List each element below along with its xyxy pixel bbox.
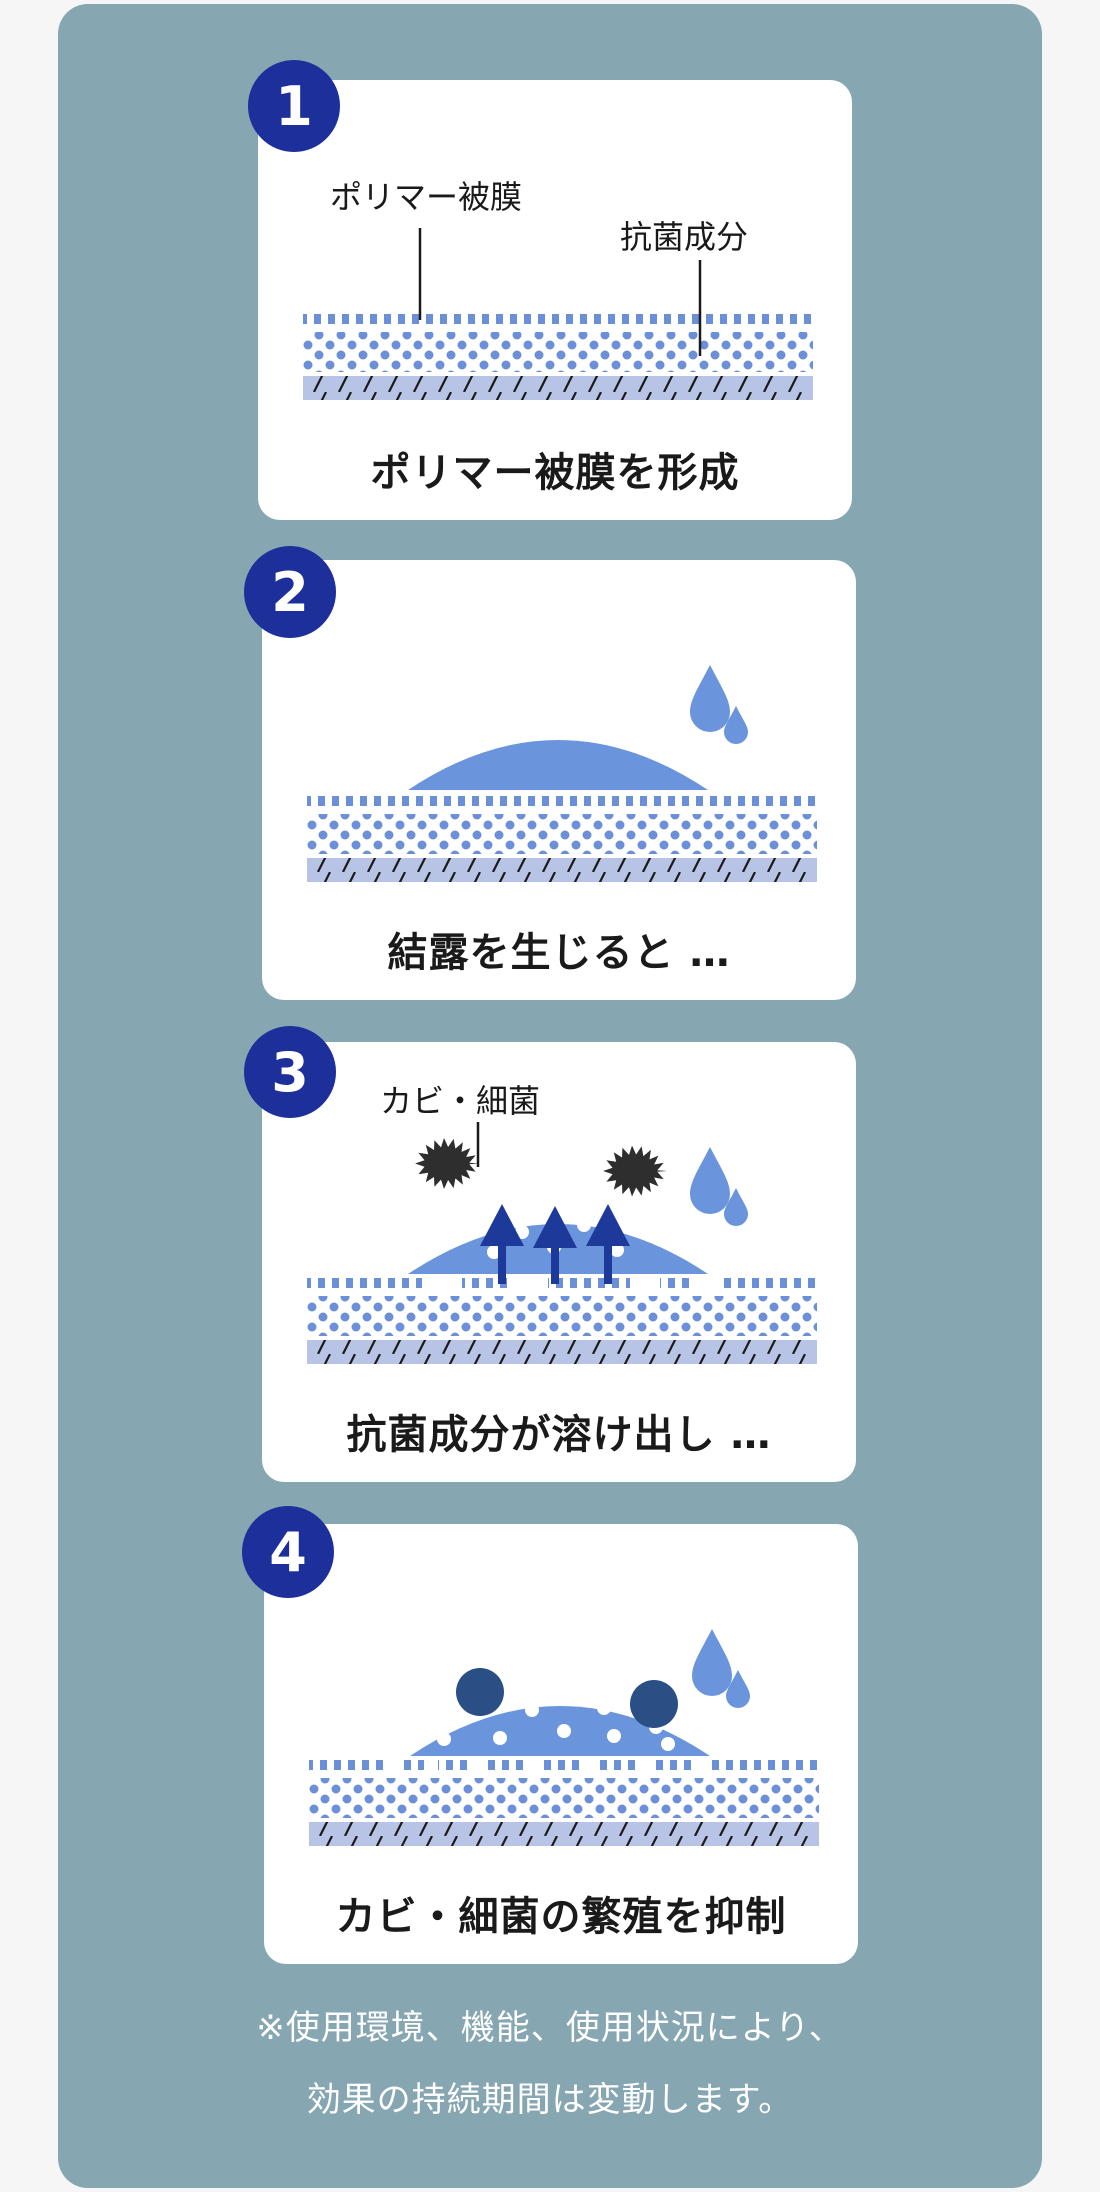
step-number-badge-2: 2 [244, 546, 336, 638]
up-arrow-icon [586, 1204, 630, 1284]
polymer-film-layer [307, 796, 817, 806]
base-material-layer [307, 1340, 817, 1364]
base-material-layer [307, 858, 817, 882]
germ-icon [603, 1145, 667, 1197]
step-caption: カビ・細菌の繁殖を抑制 [335, 1894, 787, 1940]
polymer-film-layer [307, 1278, 817, 1288]
base-material-layer [303, 376, 813, 400]
step-card-4: カビ・細菌の繁殖を抑制 [264, 1524, 858, 1964]
step-card-1: ポリマー被膜 抗菌成分 ポリマー被膜を形成 [258, 80, 852, 520]
step-card-3: カビ・細菌 抗菌成分が溶け出し … [262, 1042, 856, 1482]
water-droplet-icon [692, 1629, 732, 1696]
water-droplet-icon [726, 1670, 750, 1708]
germ-icon [415, 1138, 479, 1189]
water-droplet-icon [724, 706, 748, 744]
step-caption: ポリマー被膜を形成 [370, 450, 740, 496]
water-droplet-icon [724, 1188, 748, 1226]
footnote-line-2: 効果の持続期間は変動します。 [306, 2080, 794, 2120]
step-number-badge-4: 4 [242, 1506, 334, 1598]
inhibited-germ-icon [630, 1680, 678, 1728]
condensation-diagram [307, 665, 817, 882]
polymer-film-layer [303, 314, 813, 324]
inhibited-germ-icon [456, 1668, 504, 1716]
inhibition-diagram [309, 1629, 819, 1846]
step-number-badge-3: 3 [244, 1026, 336, 1118]
antibacterial-agent-label: 抗菌成分 [620, 218, 749, 256]
step-caption: 結露を生じると … [387, 930, 731, 976]
water-droplet-icon [690, 665, 730, 732]
condensation-droplet-dome [408, 740, 708, 790]
antibacterial-agent-layer [307, 814, 817, 854]
step-card-2: 結露を生じると … [262, 560, 856, 1000]
antibacterial-agent-layer [309, 1778, 819, 1818]
step-number-badge-1: 1 [248, 60, 340, 152]
water-droplet-icon [690, 1147, 730, 1214]
dissolution-diagram [307, 1122, 817, 1364]
up-arrow-icon [533, 1206, 577, 1284]
footnote-line-1: ※使用環境、機能、使用状況により、 [256, 2008, 844, 2048]
coating-diagram [303, 228, 813, 400]
base-material-layer [309, 1822, 819, 1846]
germ-label: カビ・細菌 [380, 1082, 541, 1120]
step-caption: 抗菌成分が溶け出し … [346, 1412, 772, 1458]
polymer-film-layer [309, 1760, 819, 1770]
antibacterial-agent-layer [303, 332, 813, 372]
polymer-film-label: ポリマー被膜 [330, 178, 523, 216]
antibacterial-agent-layer [307, 1296, 817, 1336]
up-arrow-icon [480, 1204, 524, 1284]
